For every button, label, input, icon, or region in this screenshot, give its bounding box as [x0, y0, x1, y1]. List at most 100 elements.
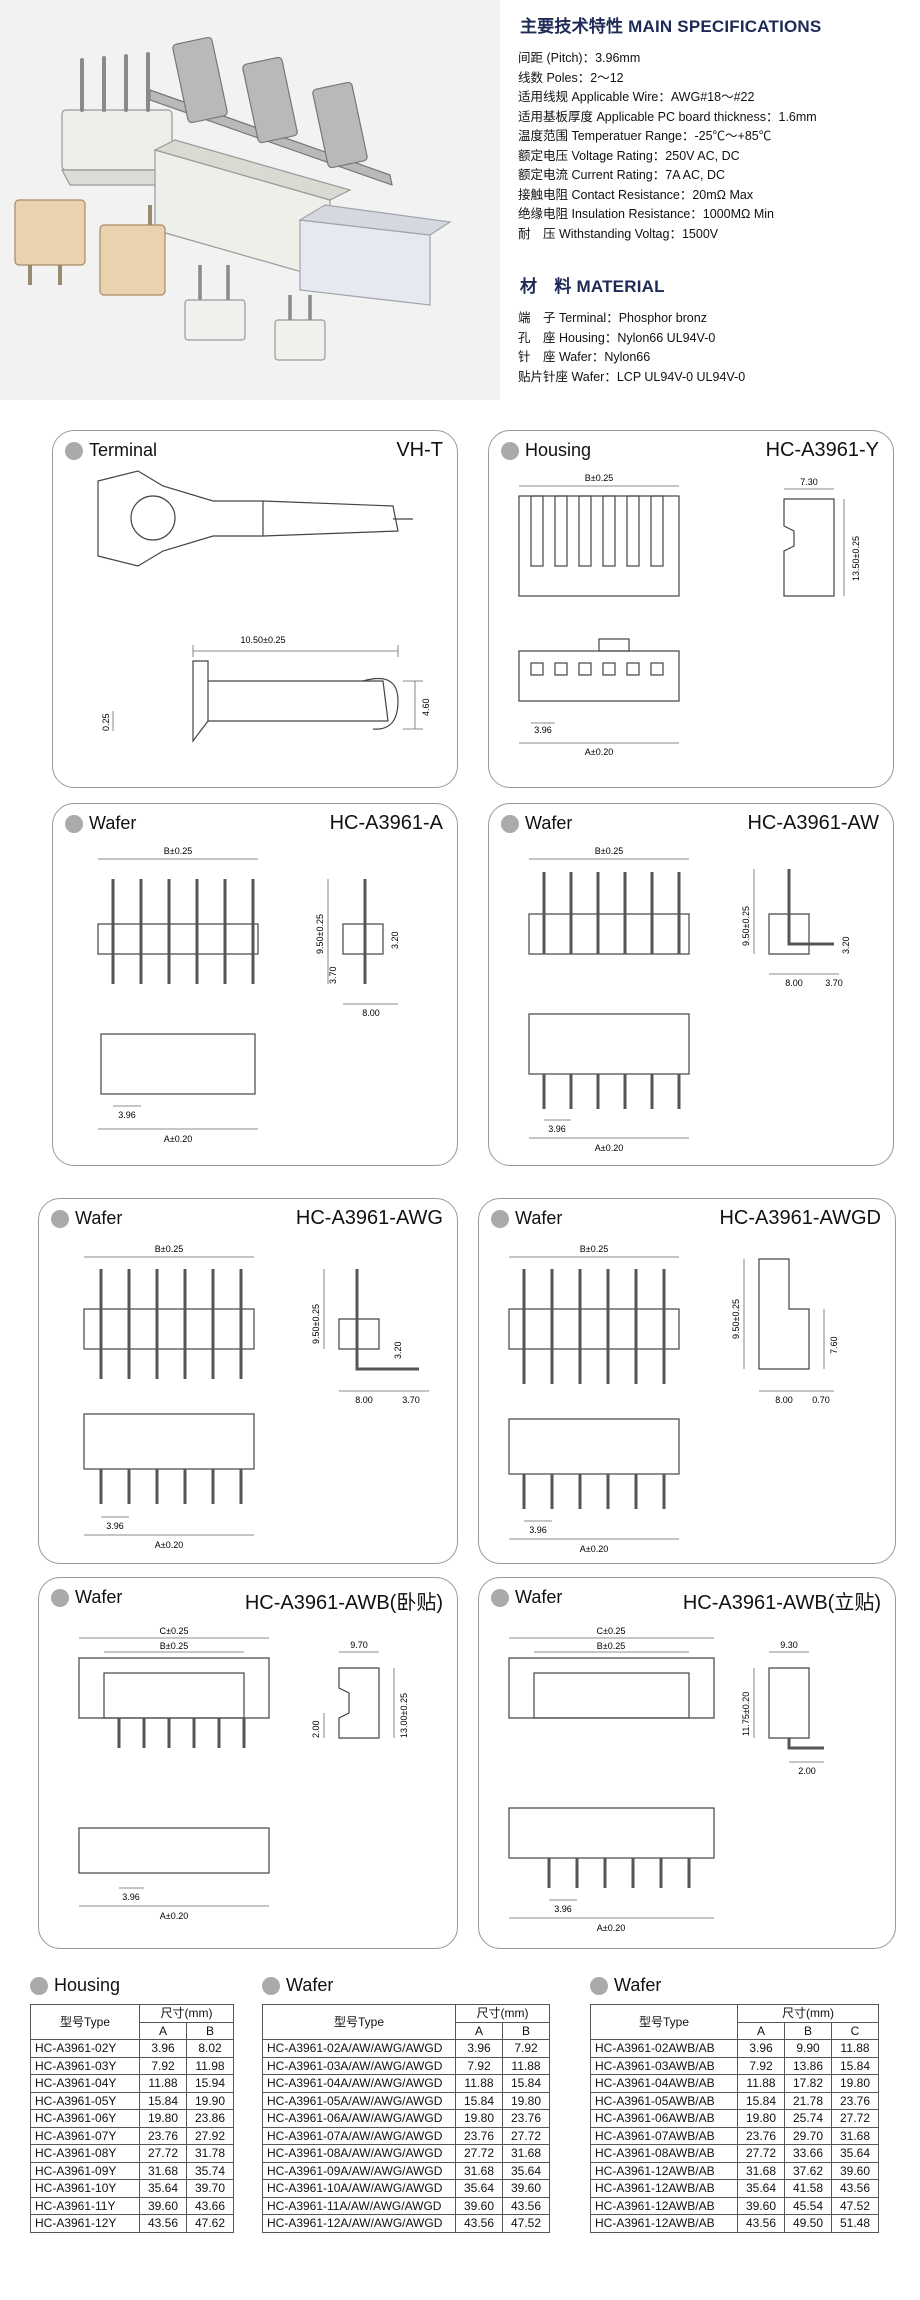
bullet-icon	[51, 1588, 69, 1607]
dimension-label: 9.50±0.25	[311, 1304, 321, 1344]
panel-model: VH-T	[396, 439, 443, 461]
dimension-label: 8.00	[785, 978, 803, 988]
panel-title: Housing	[501, 440, 591, 461]
dimension-label: 8.00	[362, 1008, 380, 1018]
model-cell: HC-A3961-04AWB/AB	[590, 2074, 738, 2093]
column-header: B	[502, 2021, 550, 2040]
model-cell: HC-A3961-09A/AW/AWG/AWGD	[262, 2161, 456, 2180]
bullet-icon	[30, 1976, 48, 1995]
bullet-icon	[51, 1209, 69, 1228]
bullet-icon	[491, 1588, 509, 1607]
dimension-cell: 27.92	[186, 2126, 234, 2145]
model-cell: HC-A3961-07Y	[30, 2126, 140, 2145]
spec-line: 适用基板厚度 Applicable PC board thickness：1.6…	[518, 109, 817, 124]
dimension-label: 4.60	[421, 698, 431, 716]
dimension-label: A±0.20	[580, 1544, 608, 1554]
dimension-label: 3.70	[825, 978, 843, 988]
material-line: 端 子 Terminal：Phosphor bronz	[518, 311, 707, 325]
dimension-cell: 43.56	[831, 2179, 879, 2198]
dimension-cell: 31.68	[139, 2161, 187, 2180]
model-cell: HC-A3961-12A/AW/AWG/AWGD	[262, 2214, 456, 2233]
dimension-cell: 43.56	[455, 2214, 503, 2233]
dimension-label: 9.50±0.25	[315, 914, 325, 954]
drawing-panel-wafer-aw: B±0.25 9.50±0.25 3.20 8.00 3.70 3.96 A±0…	[488, 803, 894, 1166]
dimension-label: 3.70	[402, 1395, 420, 1405]
spec-line: 适用线规 Applicable Wire：AWG#18～#22	[518, 90, 755, 104]
bullet-icon	[501, 814, 519, 833]
wafer-a-drawing: B±0.25 9.50±0.25 3.70 3.20 8.00 3.96 A±0…	[97, 846, 400, 1144]
spec-line: 额定电流 Current Rating：7A AC, DC	[518, 168, 726, 182]
table-title: Wafer	[262, 1975, 550, 1996]
model-cell: HC-A3961-05Y	[30, 2091, 140, 2110]
dimension-cell: 15.84	[737, 2091, 785, 2110]
dimension-label: 13.50±0.25	[851, 536, 861, 581]
panel-title-text: Terminal	[89, 440, 158, 460]
model-cell: HC-A3961-09Y	[30, 2161, 140, 2180]
spec-line: 线数 Poles：2～12	[518, 70, 624, 85]
model-cell: HC-A3961-03A/AW/AWG/AWGD	[262, 2056, 456, 2075]
dimension-cell: 13.86	[784, 2056, 832, 2075]
dimension-cell: 15.84	[831, 2056, 879, 2075]
dimension-cell: 19.80	[139, 2109, 187, 2128]
type-header: 型号Type	[262, 2004, 456, 2040]
specifications-block: 主要技术特性 MAIN SPECIFICATIONS 间距 (Pitch)：3.…	[518, 8, 918, 387]
dimension-cell: 11.88	[737, 2074, 785, 2093]
drawing-panel-wafer-awgd: B±0.25 9.50±0.25 7.60 8.00 0.70 3.96 A±0…	[478, 1198, 896, 1564]
dimension-cell: 11.88	[831, 2039, 879, 2058]
dimension-label: 3.96	[122, 1892, 140, 1902]
dimension-cell: 47.52	[502, 2214, 550, 2233]
dimension-cell: 23.76	[831, 2091, 879, 2110]
dimension-label: 8.00	[775, 1395, 793, 1405]
terminal-drawing: 10.50±0.25 0.25 4.60	[97, 470, 431, 743]
table-title-text: Wafer	[614, 1975, 662, 1995]
specifications-heading: 主要技术特性 MAIN SPECIFICATIONS	[520, 17, 822, 36]
model-cell: HC-A3961-02Y	[30, 2039, 140, 2058]
spec-line: 额定电压 Voltage Rating：250V AC, DC	[518, 148, 740, 163]
panel-model: HC-A3961-AWB(卧贴)	[244, 1592, 443, 1614]
dimension-label: C±0.25	[160, 1626, 189, 1636]
model-cell: HC-A3961-11Y	[30, 2196, 140, 2215]
dimension-cell: 29.70	[784, 2126, 832, 2145]
dimension-label: 11.75±0.20	[741, 1692, 751, 1736]
dimension-cell: 31.78	[186, 2144, 234, 2163]
model-cell: HC-A3961-06AWB/AB	[590, 2109, 738, 2128]
dimension-cell: 11.88	[139, 2074, 187, 2093]
column-header: A	[139, 2021, 187, 2040]
panel-title: Wafer	[51, 1587, 122, 1608]
spec-line: 温度范围 Temperatuer Range：-25℃～+85℃	[518, 129, 772, 143]
dimension-cell: 15.84	[455, 2091, 503, 2110]
wafer-awb-vertical-drawing: C±0.25 B±0.25 9.30 11.75±0.20 2.00 3.96 …	[508, 1626, 824, 1933]
dimension-cell: 43.66	[186, 2196, 234, 2215]
dimension-cell: 35.74	[186, 2161, 234, 2180]
dimension-label: 0.70	[812, 1395, 830, 1405]
dimension-label: 3.96	[118, 1110, 136, 1120]
panel-title: Terminal	[65, 440, 157, 461]
dimension-cell: 3.96	[455, 2039, 503, 2058]
dimension-label: 9.70	[350, 1640, 368, 1650]
material-heading: 材 料 MATERIAL	[520, 277, 665, 296]
column-header: A	[737, 2021, 785, 2040]
dimension-cell: 31.68	[737, 2161, 785, 2180]
dimension-cell: 41.58	[784, 2179, 832, 2198]
panel-title-text: Wafer	[89, 813, 137, 833]
wafer-awg-drawing: B±0.25 9.50±0.25 3.20 8.00 3.70 3.96 A±0…	[83, 1244, 429, 1550]
panel-title-text: Housing	[525, 440, 592, 460]
dimension-label: 13.00±0.25	[399, 1693, 409, 1738]
dimension-cell: 37.62	[784, 2161, 832, 2180]
dimension-cell: 35.64	[139, 2179, 187, 2198]
model-cell: HC-A3961-05A/AW/AWG/AWGD	[262, 2091, 456, 2110]
